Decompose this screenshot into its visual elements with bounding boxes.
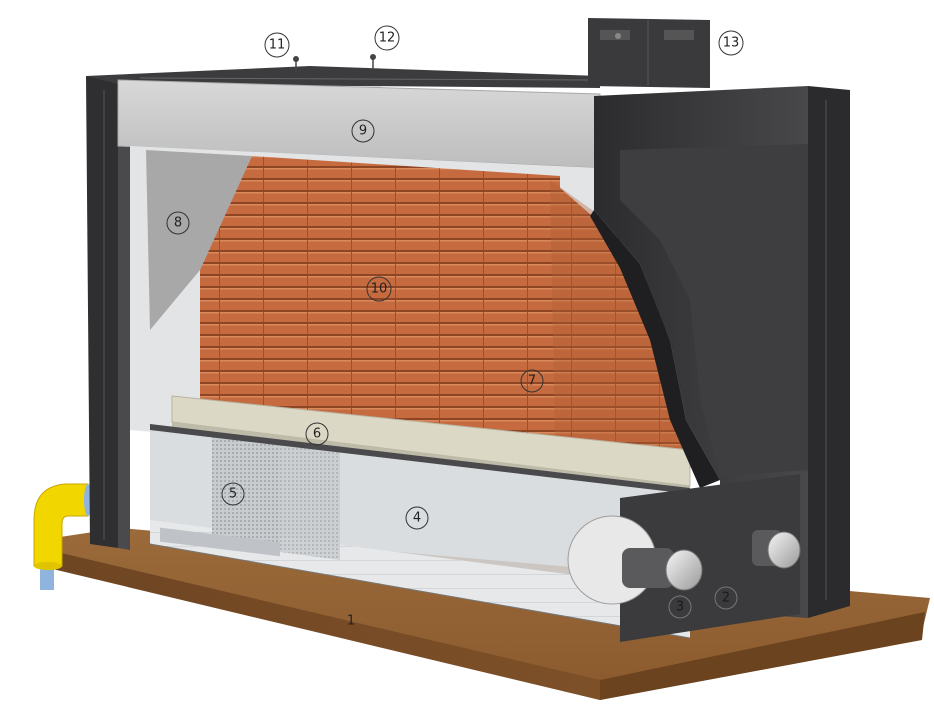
callout-1-text: 1 bbox=[347, 614, 355, 629]
callout-9: 9 bbox=[351, 119, 375, 143]
callout-12: 12 bbox=[374, 25, 400, 51]
callout-8-text: 8 bbox=[174, 216, 182, 231]
callout-2-text: 2 bbox=[722, 591, 730, 606]
callout-3-text: 3 bbox=[676, 600, 684, 615]
callout-6: 6 bbox=[305, 422, 329, 446]
callout-4-text: 4 bbox=[413, 511, 421, 526]
callout-3: 3 bbox=[668, 595, 692, 619]
callout-8: 8 bbox=[166, 211, 190, 235]
control-box bbox=[588, 18, 710, 88]
callout-13-text: 13 bbox=[723, 36, 740, 51]
callout-10-text: 10 bbox=[371, 282, 388, 297]
callout-12-text: 12 bbox=[379, 31, 396, 46]
fan-motor-rear bbox=[752, 530, 801, 569]
callout-2: 2 bbox=[714, 586, 738, 610]
callout-13: 13 bbox=[718, 30, 744, 56]
fan-motor-front bbox=[622, 548, 703, 591]
insulation-panel bbox=[146, 150, 252, 330]
left-frame-column bbox=[86, 76, 130, 550]
brick-stack bbox=[200, 156, 690, 450]
callout-7: 7 bbox=[520, 369, 544, 393]
callout-9-text: 9 bbox=[359, 124, 367, 139]
wooden-base bbox=[40, 528, 930, 700]
callout-1: 1 bbox=[347, 614, 355, 629]
lower-chamber bbox=[149, 424, 691, 639]
callout-4: 4 bbox=[405, 506, 429, 530]
thermocouple-12 bbox=[370, 54, 376, 70]
right-casing bbox=[590, 86, 850, 618]
callout-10: 10 bbox=[366, 276, 392, 302]
callout-11-text: 11 bbox=[269, 38, 286, 53]
callout-6-text: 6 bbox=[313, 427, 321, 442]
callout-7-text: 7 bbox=[528, 374, 536, 389]
callout-5: 5 bbox=[221, 482, 245, 506]
thermocouple-11 bbox=[293, 56, 299, 72]
callout-11: 11 bbox=[264, 32, 290, 58]
callout-5-text: 5 bbox=[229, 487, 237, 502]
